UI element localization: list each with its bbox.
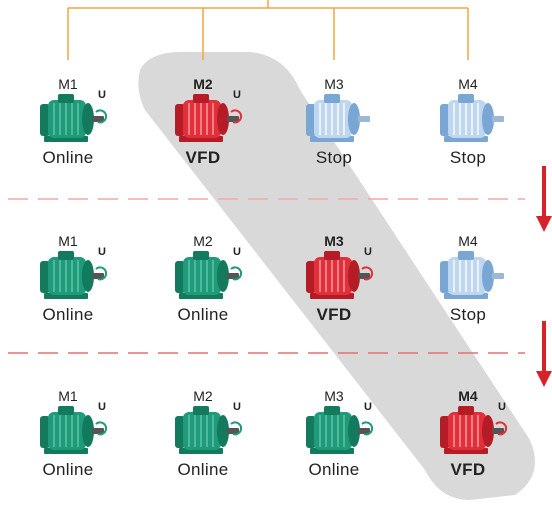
feed-lines [67,0,469,60]
rotation-arrow-icon [495,421,508,436]
motor-status-label: Online [308,460,360,479]
motor-status-label: Stop [449,148,487,167]
voltage-label: U [98,401,106,413]
rotation-arrow-icon [95,421,108,436]
rotation-arrow-icon [95,109,108,124]
motor-icon [306,406,370,454]
motor-icon [175,406,239,454]
motor-status-label: VFD [450,460,486,479]
motor-id-label: M2 [193,233,213,249]
voltage-label: U [98,246,106,258]
motor-id-label: M1 [58,76,78,92]
motor-id-label: M2 [193,388,213,404]
motor-icon [306,251,370,299]
motor-icon [440,94,504,142]
rotation-arrow-icon [95,266,108,281]
motor-id-label: M4 [458,388,478,404]
motor-status-label: VFD [316,305,352,324]
sequence-arrow-icon [536,166,552,232]
motor-icon [306,94,370,142]
rotation-arrow-icon [230,109,243,124]
motor-id-label: M1 [58,388,78,404]
rotation-arrow-icon [361,266,374,281]
motor-id-label: M4 [458,76,478,92]
motor-status-label: Online [177,305,229,324]
sequence-arrow-icon [536,321,552,387]
voltage-label: U [364,246,372,258]
voltage-label: U [498,401,506,413]
motor-icon [175,251,239,299]
motor-icon [40,94,104,142]
voltage-label: U [233,89,241,101]
motor-id-label: M3 [324,233,344,249]
motor-icon [440,406,504,454]
motor-status-label: Online [42,460,94,479]
rotation-arrow-icon [361,421,374,436]
rotation-arrow-icon [230,266,243,281]
motor-status-label: Online [42,148,94,167]
motor-status-label: Online [177,460,229,479]
motor-id-label: M1 [58,233,78,249]
motor-status-label: Stop [449,305,487,324]
motor-icon [40,406,104,454]
motor-id-label: M3 [324,76,344,92]
motor-icon [40,251,104,299]
motor-icon [440,251,504,299]
motor-status-label: VFD [185,148,221,167]
voltage-label: U [233,401,241,413]
motor-id-label: M2 [193,76,213,92]
voltage-label: U [233,246,241,258]
motor-status-label: Online [42,305,94,324]
motor-id-label: M4 [458,233,478,249]
motor-icon [175,94,239,142]
voltage-label: U [98,89,106,101]
voltage-label: U [364,401,372,413]
rotation-arrow-icon [230,421,243,436]
motor-status-label: Stop [315,148,353,167]
motor-id-label: M3 [324,388,344,404]
